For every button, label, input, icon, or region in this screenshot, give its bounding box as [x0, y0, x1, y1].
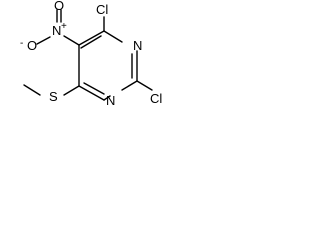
- bond-c4-n3: [103, 30, 123, 43]
- bond-c2-n1: [121, 80, 138, 91]
- bond-n1-c6-link: [103, 95, 111, 101]
- atom-sulfur: S: [49, 89, 58, 104]
- bonds: [23, 9, 153, 101]
- atom-n-ring-top: N: [133, 38, 142, 53]
- atom-cl-right: Cl: [150, 91, 162, 106]
- bond-c6-s: [63, 85, 80, 96]
- bond-nitro-n-o-left: [36, 36, 51, 45]
- bond-c5-nitro-n: [63, 35, 80, 46]
- atom-labels: Cl N N Cl N + O O - S: [20, 0, 162, 108]
- chemical-structure: Cl N N Cl N + O O - S: [20, 0, 162, 108]
- bond-c4-c5: [78, 30, 105, 46]
- atom-nitro-o-left-charge: -: [20, 38, 23, 49]
- bond-n1-c6: [78, 85, 105, 101]
- bond-c2-cl: [136, 80, 153, 91]
- bond-c5-c4-double-inner: [80, 35, 102, 49]
- atom-nitro-n-charge: +: [61, 21, 67, 32]
- atom-nitro-o-top: O: [54, 0, 64, 13]
- bond-n1-c6-double-inner: [83, 82, 105, 95]
- atom-n-ring-bottom: N: [106, 93, 115, 108]
- bond-s-methyl: [23, 84, 41, 96]
- atom-cl-top: Cl: [96, 2, 108, 17]
- atom-nitro-o-left: O: [27, 38, 37, 53]
- atom-nitro-n: N: [52, 23, 61, 38]
